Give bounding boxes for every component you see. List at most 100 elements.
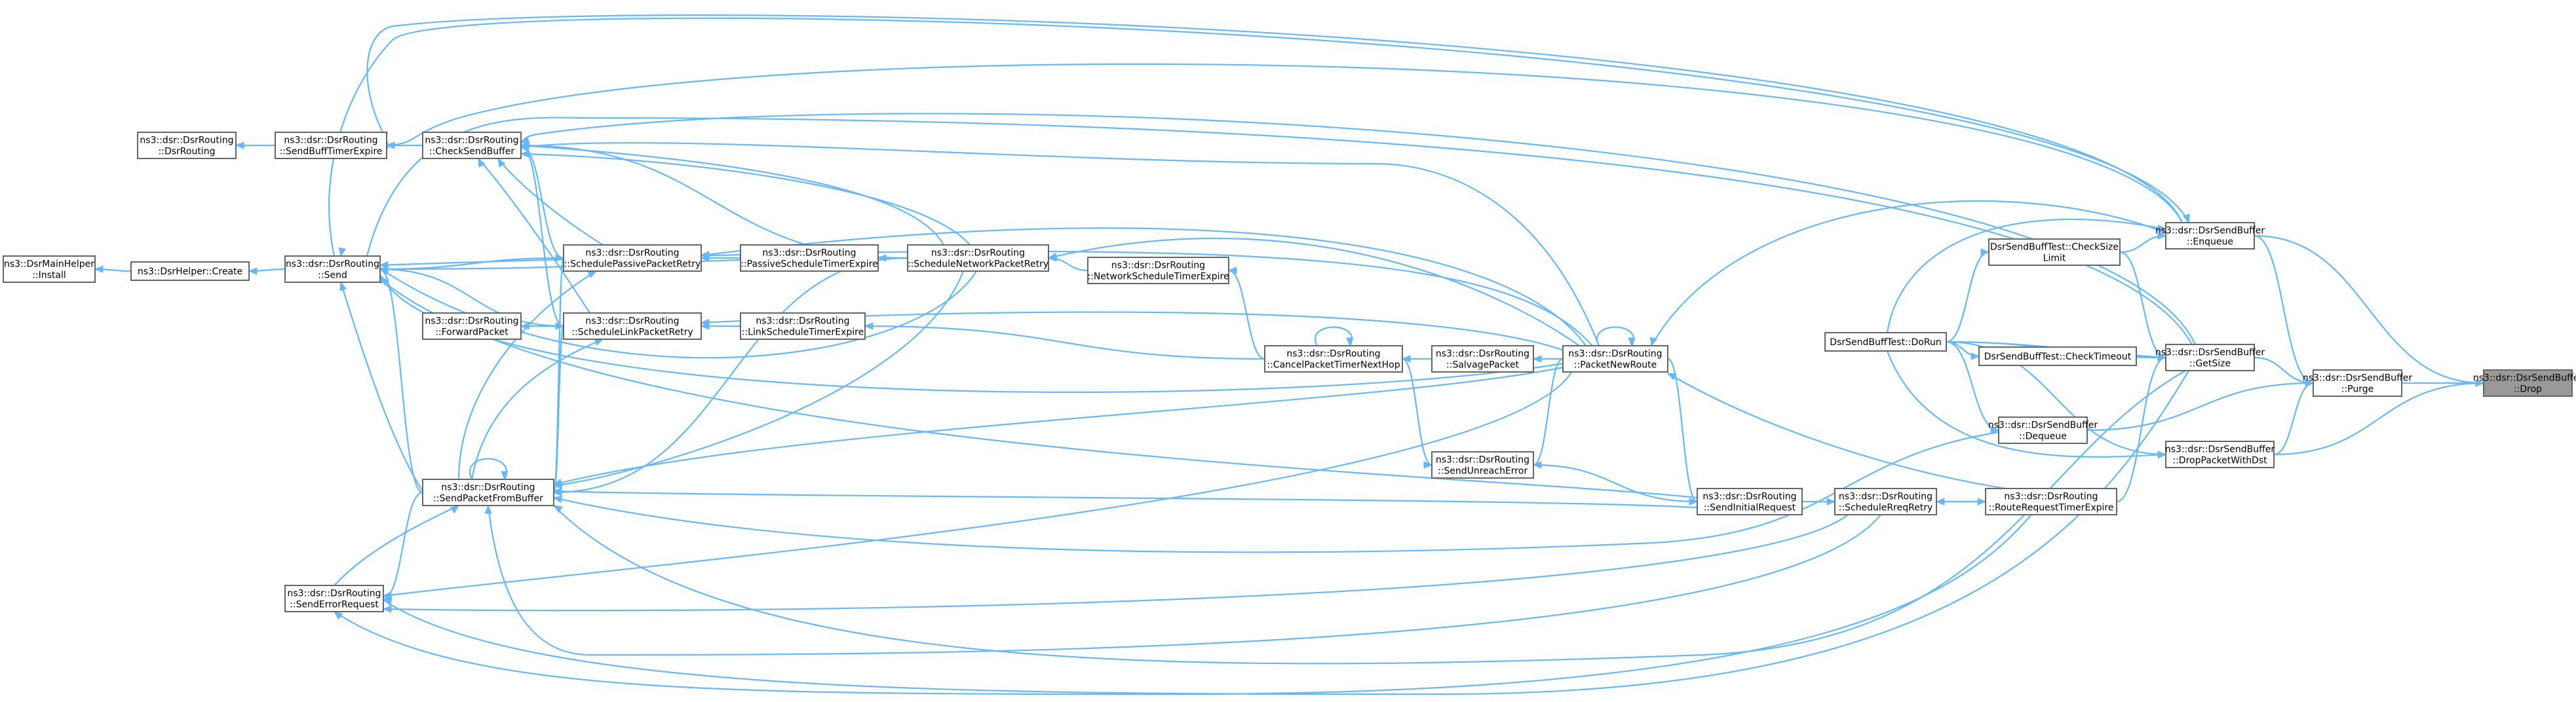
edge-line xyxy=(328,17,2189,257)
node-label-line: DsrSendBuffTest::CheckTimeout xyxy=(1984,352,2132,362)
edge-arrowhead xyxy=(587,270,598,278)
edge-arrowhead xyxy=(339,281,347,291)
node-box xyxy=(1562,345,1668,373)
edge-line xyxy=(334,514,2032,695)
edge-line xyxy=(497,158,604,246)
node-dsrhelpercreate[interactable]: ns3::DsrHelper::Create xyxy=(130,261,250,281)
node-label-line: ns3::dsr::DsrRouting xyxy=(425,136,518,146)
edge-cancelpackettimernexthop-to-linkscheduletimerexpire xyxy=(864,322,1265,360)
node-schedulelinkpacketretry[interactable]: ns3::dsr::DsrRouting::ScheduleLinkPacket… xyxy=(563,312,702,340)
edge-arrowhead xyxy=(1980,248,1990,256)
edge-line xyxy=(383,514,1849,612)
edge-line xyxy=(552,257,565,494)
node-label-line: ns3::dsr::DsrRouting xyxy=(756,316,849,327)
node-dsrrouting[interactable]: ns3::dsr::DsrRouting::DsrRouting xyxy=(137,132,237,159)
node-enqueue[interactable]: ns3::dsr::DsrSendBuffer::Enqueue xyxy=(2155,222,2265,249)
node-label-line: ns3::dsr::DsrRouting xyxy=(284,136,377,146)
node-box xyxy=(422,312,522,340)
node-box xyxy=(1985,488,2117,515)
node-box xyxy=(2165,441,2275,468)
node-box xyxy=(1697,488,1803,515)
edge-line xyxy=(366,14,2183,223)
node-label-line: DsrSendBuffTest::CheckSize xyxy=(1990,242,2119,253)
node-senderrorrequest[interactable]: ns3::dsr::DsrRouting::SendErrorRequest xyxy=(284,585,384,612)
edge-enqueue-to-drop xyxy=(2254,234,2485,387)
node-label-line: ::LinkScheduleTimerExpire xyxy=(742,327,864,338)
node-box xyxy=(563,312,702,340)
node-sendunreacherror[interactable]: ns3::dsr::DsrRouting::SendUnreachError xyxy=(1431,451,1534,479)
node-label-line: ::ForwardPacket xyxy=(435,327,509,338)
edge-line xyxy=(383,491,423,600)
node-purge[interactable]: ns3::dsr::DsrSendBuffer::Purge xyxy=(2303,369,2412,397)
node-dorun[interactable]: DsrSendBuffTest::DoRun xyxy=(1824,332,1947,352)
edge-line xyxy=(469,458,507,480)
node-drop[interactable]: ns3::dsr::DsrSendBuffer::Drop xyxy=(2473,369,2576,397)
node-schedulepassivepacketretry[interactable]: ns3::dsr::DsrRouting::SchedulePassivePac… xyxy=(563,244,702,272)
edge-packetnewroute-to-senderrorrequest xyxy=(382,369,1573,599)
node-box xyxy=(284,255,381,283)
node-label-line: ::SendBuffTimerExpire xyxy=(280,147,383,157)
edge-sendpacketfrombuffer-to-send xyxy=(339,281,423,492)
edge-line xyxy=(553,365,1567,486)
node-label-line: ns3::dsr::DsrRouting xyxy=(1839,492,1932,502)
node-checksendbuffer[interactable]: ns3::dsr::DsrRouting::CheckSendBuffer xyxy=(422,132,522,159)
edge-arrowhead xyxy=(379,268,389,276)
edge-arrowhead xyxy=(450,505,460,514)
node-label-line: ns3::dsr::DsrRouting xyxy=(425,316,518,327)
node-packetnewroute[interactable]: ns3::dsr::DsrRouting::PacketNewRoute xyxy=(1562,345,1668,373)
node-label-line: ::SalvagePacket xyxy=(1446,360,1519,371)
edge-arrowhead xyxy=(1401,355,1411,363)
edge-schedulenetworkpacketretry-to-checksendbuffer xyxy=(520,150,971,246)
edge-schedulerreqretry-to-senderrorrequest xyxy=(382,514,1849,613)
edge-cancelpackettimernexthop-to-networkscheduletimerexpire xyxy=(1227,267,1265,360)
node-label-line: ::GetSize xyxy=(2189,359,2231,369)
edge-arrowhead xyxy=(501,471,509,481)
node-dsrmainhelperinstall[interactable]: ns3::DsrMainHelper::Install xyxy=(3,255,96,283)
node-label-line: ::ScheduleRreqRetry xyxy=(1839,503,1933,513)
node-checktimeout[interactable]: DsrSendBuffTest::CheckTimeout xyxy=(1978,346,2137,366)
edge-arrowhead xyxy=(1990,426,2000,434)
edge-arrowhead xyxy=(555,322,565,330)
node-label-line: ::PacketNewRoute xyxy=(1574,360,1657,371)
node-linkscheduletimerexpire[interactable]: ns3::dsr::DsrRouting::LinkScheduleTimerE… xyxy=(740,312,866,340)
edge-sendpacketfrombuffer-to-schedulepassivepacketretry xyxy=(552,254,565,494)
edge-line xyxy=(2273,382,2314,456)
node-send[interactable]: ns3::dsr::DsrRouting::Send xyxy=(284,255,381,283)
edge-line xyxy=(2254,234,2484,384)
node-salvagepacket[interactable]: ns3::dsr::DsrRouting::SalvagePacket xyxy=(1431,345,1534,373)
node-sendbufftimerexpire[interactable]: ns3::dsr::DsrRouting::SendBuffTimerExpir… xyxy=(275,132,387,159)
edge-arrowhead xyxy=(552,481,563,489)
node-dropwithdst[interactable]: ns3::dsr::DsrSendBuffer::DropPacketWithD… xyxy=(2165,441,2275,468)
edge-arrowhead xyxy=(1826,498,1836,506)
edge-send-arc-enqueue xyxy=(328,17,2190,257)
node-sendinitialrequest[interactable]: ns3::dsr::DsrRouting::SendInitialRequest xyxy=(1697,488,1803,515)
node-passivescheduletimerexpire[interactable]: ns3::dsr::DsrRouting::PassiveScheduleTim… xyxy=(740,244,879,272)
node-schedulenetworkpacketretry[interactable]: ns3::dsr::DsrRouting::ScheduleNetworkPac… xyxy=(907,244,1049,272)
edge-arrowhead xyxy=(1650,337,1658,347)
node-routerequesttimerexpire[interactable]: ns3::dsr::DsrRouting::RouteRequestTimerE… xyxy=(1985,488,2117,515)
node-box xyxy=(907,244,1049,272)
node-sendpacketfrombuffer[interactable]: ns3::dsr::DsrRouting::SendPacketFromBuff… xyxy=(422,479,554,506)
edge-dorun-to-checksizelimit xyxy=(1946,248,1990,343)
node-label-line: ns3::dsr::DsrRouting xyxy=(441,483,535,493)
node-label-line: ns3::dsr::DsrRouting xyxy=(585,248,679,259)
edge-arrowhead xyxy=(700,251,710,259)
edge-send-to-dsrhelpercreate xyxy=(248,267,286,275)
edge-arrowhead xyxy=(94,265,104,273)
node-networkscheduletimerexpire[interactable]: ns3::dsr::DsrRouting::NetworkScheduleTim… xyxy=(1087,257,1229,284)
node-forwardpacket[interactable]: ns3::dsr::DsrRouting::ForwardPacket xyxy=(422,312,522,340)
edge-line xyxy=(2273,382,2484,456)
node-box xyxy=(1824,332,1947,352)
node-cancelpackettimernexthop[interactable]: ns3::dsr::DsrRouting::CancelPacketTimerN… xyxy=(1264,345,1403,373)
edge-schedulenetworkpacketretry-to-checksendbuffer-top xyxy=(520,142,944,246)
edge-arrowhead xyxy=(700,318,710,327)
edge-senderrorrequest-to-sendpacketfrombuffer xyxy=(334,505,460,586)
node-dequeue[interactable]: ns3::dsr::DsrSendBuffer::Dequeue xyxy=(1988,416,2098,444)
node-schedulerreqretry[interactable]: ns3::dsr::DsrRouting::ScheduleRreqRetry xyxy=(1834,488,1937,515)
node-box xyxy=(563,244,702,272)
node-label-line: ns3::dsr::DsrSendBuffer xyxy=(2155,348,2265,358)
node-getsize[interactable]: ns3::dsr::DsrSendBuffer::GetSize xyxy=(2155,344,2265,371)
edge-line xyxy=(520,144,944,246)
node-box xyxy=(284,585,384,612)
